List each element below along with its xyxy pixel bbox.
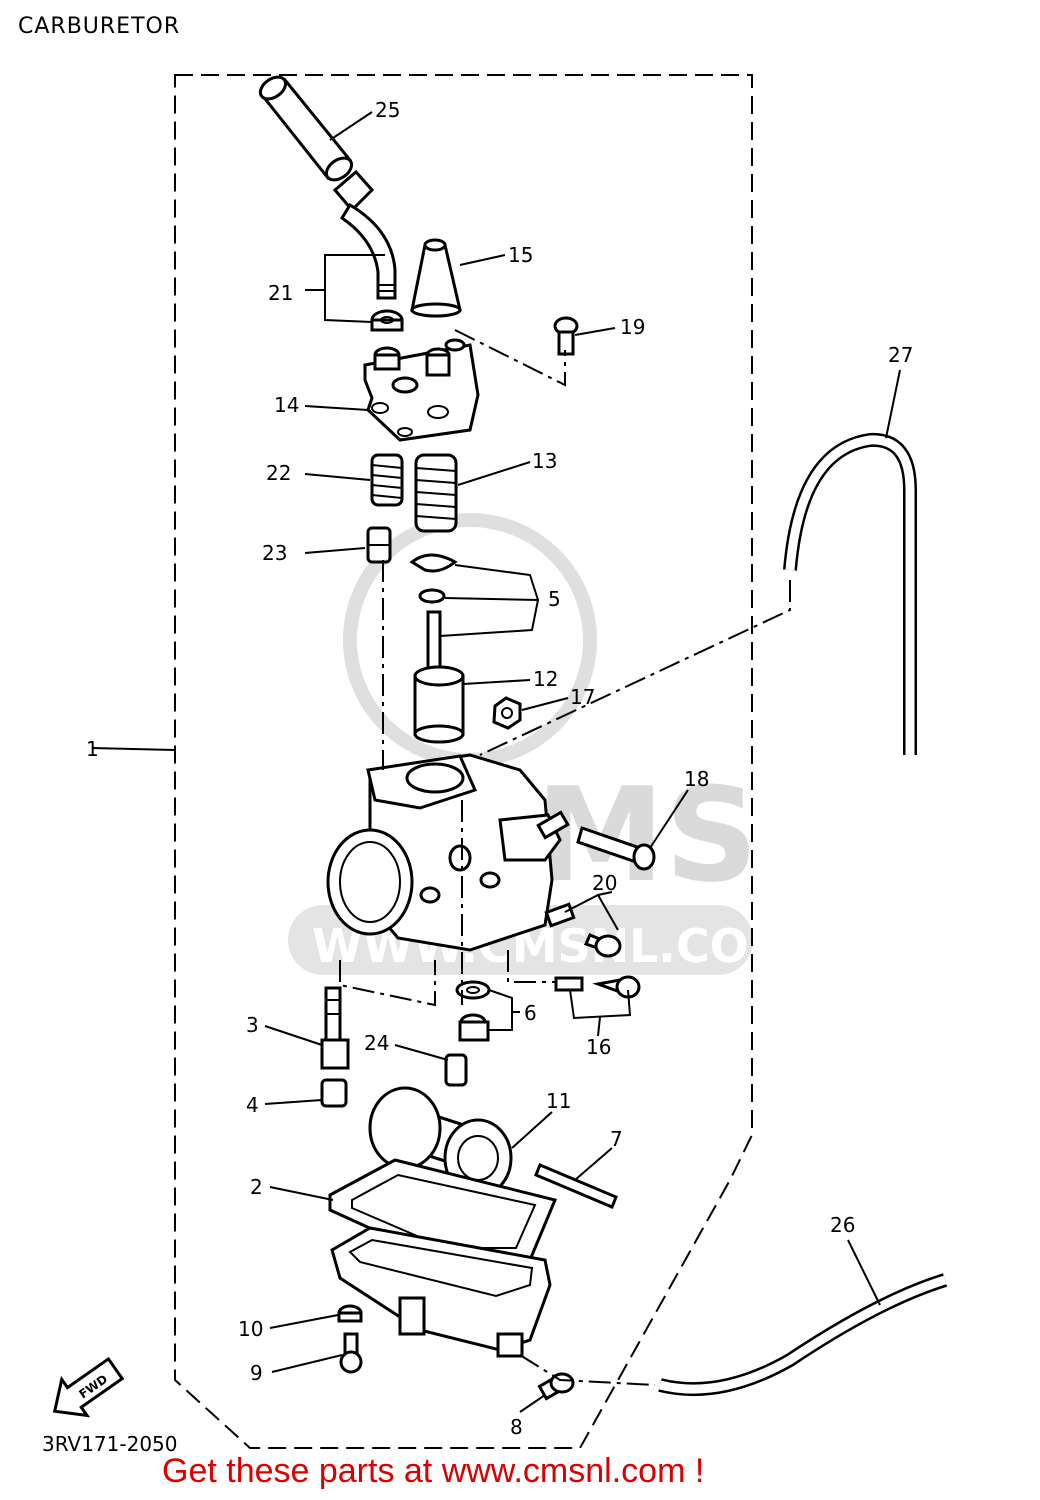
- callout-6: 6: [524, 1001, 537, 1025]
- callout-17: 17: [570, 685, 595, 709]
- callout-8: 8: [510, 1415, 523, 1439]
- part-20-stop-screw[interactable]: [544, 902, 622, 958]
- callout-10: 10: [238, 1317, 263, 1341]
- callout-13: 13: [532, 449, 557, 473]
- part-7-float-pin[interactable]: [534, 1163, 618, 1209]
- callout-15: 15: [508, 243, 533, 267]
- callout-18: 18: [684, 767, 709, 791]
- callout-22: 22: [266, 461, 291, 485]
- callout-9: 9: [250, 1361, 263, 1385]
- part-15-cap[interactable]: [410, 238, 462, 318]
- callout-3: 3: [246, 1013, 259, 1037]
- part-25-boot[interactable]: [256, 73, 355, 185]
- fwd-arrow-icon: FWD: [52, 1356, 125, 1418]
- assembly-boundary: [174, 74, 753, 1449]
- part-22-spring[interactable]: [370, 453, 404, 507]
- part-13-spring[interactable]: [414, 453, 458, 533]
- diagram-code: 3RV171-2050: [42, 1432, 178, 1456]
- callout-labels: 25 21 15 19 14 22 13 23 5 12 17 1 18 20 …: [86, 98, 913, 1439]
- part-18-screw[interactable]: [576, 826, 656, 871]
- callout-20: 20: [592, 871, 617, 895]
- part-17-nut[interactable]: [492, 696, 522, 730]
- float-chamber[interactable]: [330, 1226, 552, 1358]
- part-26-hose[interactable]: [658, 1273, 948, 1397]
- part-14-top-cover[interactable]: [363, 338, 480, 442]
- promo-link[interactable]: Get these parts at www.cmsnl.com !: [162, 1452, 705, 1490]
- part-16-air-screw[interactable]: [554, 975, 641, 999]
- callout-27: 27: [888, 343, 913, 367]
- callout-21: 21: [268, 281, 293, 305]
- page-title: CARBURETOR: [18, 14, 181, 39]
- callout-19: 19: [620, 315, 645, 339]
- assembly-lines: [339, 329, 791, 1386]
- callout-2: 2: [250, 1175, 263, 1199]
- leader-lines: [91, 111, 901, 1413]
- callout-14: 14: [274, 393, 299, 417]
- part-19-screw[interactable]: [553, 316, 579, 356]
- part-6-washer[interactable]: [455, 980, 491, 1042]
- part-3-needle-jet[interactable]: [320, 986, 350, 1070]
- part-9-screw[interactable]: [339, 1332, 363, 1374]
- part-24-pilot-jet[interactable]: [444, 1053, 468, 1087]
- carburetor-body[interactable]: [326, 753, 570, 952]
- callout-12: 12: [533, 667, 558, 691]
- part-27-hose[interactable]: [783, 432, 917, 755]
- callout-1: 1: [86, 737, 99, 761]
- part-4-main-jet[interactable]: [320, 1078, 348, 1108]
- callout-11: 11: [546, 1089, 571, 1113]
- part-21-elbow[interactable]: [332, 169, 404, 332]
- callout-24: 24: [364, 1031, 389, 1055]
- callout-26: 26: [830, 1213, 855, 1237]
- callout-25: 25: [375, 98, 400, 122]
- callout-4: 4: [246, 1093, 259, 1117]
- part-8-drain-screw[interactable]: [537, 1372, 575, 1401]
- callout-7: 7: [610, 1127, 623, 1151]
- callout-23: 23: [262, 541, 287, 565]
- part-10-washer[interactable]: [337, 1304, 363, 1323]
- part-12-throttle-valve[interactable]: [413, 665, 465, 744]
- callout-5: 5: [548, 587, 561, 611]
- part-5-clip[interactable]: [409, 553, 458, 672]
- callout-16: 16: [586, 1035, 611, 1059]
- part-23-plunger[interactable]: [366, 526, 392, 564]
